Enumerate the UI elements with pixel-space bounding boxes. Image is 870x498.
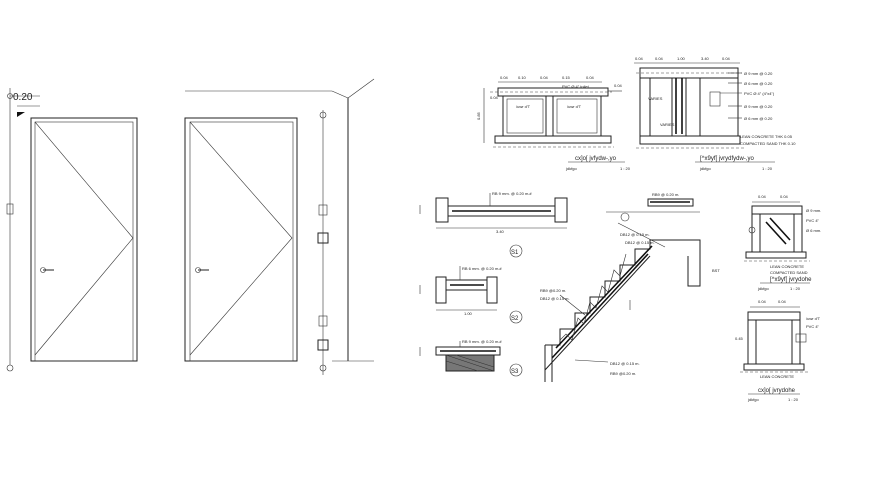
svg-text:0.85: 0.85 [476, 111, 481, 120]
dim: 0.04 [778, 299, 787, 304]
note: Ø 6 mm. [806, 228, 821, 233]
rebar-note: RB 9 mm. @ 0.20 m.# [462, 339, 502, 344]
section-title: cx]o[ jvfydw-,yo [575, 156, 617, 162]
stair-slab-s3: RB 9 mm. @ 0.20 m.# S3 [419, 339, 523, 377]
svg-text:0.04: 0.04 [614, 83, 623, 88]
rebar-note: RB 9 mm. @ 0.20 m.# [492, 191, 532, 196]
wall-footing-detail: 0.04 0.04 1.00 3.40 0.04 VARIES VARIES Ø… [634, 56, 796, 171]
stair-label: S3 [511, 369, 519, 375]
dim: 1.00 [677, 56, 686, 61]
stair-slab-s2: RB 6 mm. @ 0.20 m.# 1.00 S2 [419, 266, 523, 324]
svg-text:1.00: 1.00 [464, 311, 473, 316]
svg-text:RB9 @0.20 m.: RB9 @0.20 m. [540, 288, 566, 293]
note: Ø 9 mm @ 0.20 [744, 71, 773, 76]
scale-prefix: jdkfgo [747, 397, 759, 402]
pit-detail-small: 0.04 0.04 /uwr d'T PVC 4" 0.45 LEAN CONC… [735, 299, 821, 402]
scale: 1 : 20 [790, 286, 801, 291]
note: Ø 6 mm @ 0.20 [744, 81, 773, 86]
rebar-note: RB9 @0.20 m. [610, 371, 636, 376]
svg-text:DB12 @ 0.15 m.: DB12 @ 0.15 m. [610, 361, 640, 366]
scale-prefix: jdkfgo [757, 286, 769, 291]
note: Ø 9 mm. [806, 208, 821, 213]
svg-text:COMPACTED SAND: COMPACTED SAND [770, 270, 808, 275]
pit-label: /uwr d'T [567, 104, 582, 109]
note: PVC Ø 4" (4"x4") [744, 91, 775, 96]
scale-prefix: jdkfgo [565, 166, 577, 171]
pit-label: /uwr d'T [516, 104, 531, 109]
note: PVC 4" [806, 218, 820, 223]
door-width-dimension: 0.20 [13, 92, 33, 103]
svg-text:LEAN CONCRETE: LEAN CONCRETE [770, 264, 804, 269]
scale-prefix: jdkfgo [699, 166, 711, 171]
svg-text:3.40: 3.40 [701, 56, 710, 61]
svg-text:0.45: 0.45 [735, 336, 744, 341]
door-elevation-right [184, 117, 298, 362]
note: COMPACTED SAND THK 0.10 [740, 141, 796, 146]
svg-text:PVC 4": PVC 4" [806, 324, 820, 329]
svg-text:VARIES: VARIES [648, 96, 663, 101]
stair-label: S1 [511, 250, 519, 256]
wall-detail-small: 0.04 0.04 Ø 9 mm. PVC 4" Ø 6 mm. LEAN CO… [744, 194, 821, 291]
rebar-note: RB9 @ 0.20 m. [652, 192, 679, 197]
dim: 0.15 [562, 75, 571, 80]
note: LEAN CONCRETE THK 0.05 [740, 134, 793, 139]
rebar-note: DB12 @ 0.15 m. [620, 232, 650, 237]
pit-section: 0.04 0.10 0.04 0.15 0.04 /uwr d'T /uwr d… [476, 75, 631, 171]
note: Ø 9 mm @ 0.20 [744, 104, 773, 109]
svg-text:VARIES: VARIES [660, 122, 675, 127]
wall-section [185, 78, 375, 375]
stair-label: S2 [511, 316, 519, 322]
dim: 0.04 [586, 75, 595, 80]
note: Ø 6 mm @ 0.20 [744, 116, 773, 121]
dim: 0.04 [758, 299, 767, 304]
door-elevation-left: 0.20 [6, 88, 138, 372]
section-title: [^x9yf[ jvrydohe [770, 277, 812, 283]
dim: 0.04 [780, 194, 789, 199]
dim: 0.04 [500, 75, 509, 80]
rebar-note: DB12 @ 0.15 m. [540, 296, 570, 301]
svg-text:0.04: 0.04 [722, 56, 731, 61]
dim: 0.10 [518, 75, 527, 80]
dim: 0.04 [635, 56, 644, 61]
pit-label: /uwr d'T [806, 316, 821, 321]
stair-slab-s1: RB 9 mm. @ 0.20 m.# 3.40 S1 [419, 191, 568, 258]
section-title: cx]o[ jvrydohe [758, 388, 796, 394]
rebar-note: DB12 @ 0.15 m. [625, 240, 655, 245]
scale: 1 : 20 [762, 166, 773, 171]
dim: 0.04 [540, 75, 549, 80]
rebar-note: RB 6 mm. @ 0.20 m.# [462, 266, 502, 271]
dim: 0.04 [655, 56, 664, 61]
dim: 0.04 [758, 194, 767, 199]
svg-text:LEAN CONCRETE: LEAN CONCRETE [760, 374, 794, 379]
staircase-section: RB9 @ 0.20 m. DB12 @ 0.15 m. DB12 @ 0.15… [540, 192, 720, 382]
rebar-note: BST [712, 268, 720, 273]
scale: 1 : 20 [620, 166, 631, 171]
section-title: [^x9yf[ jvrydfydw-,yo [700, 156, 754, 162]
svg-text:0.04: 0.04 [490, 95, 499, 100]
svg-text:3.40: 3.40 [496, 229, 505, 234]
scale: 1 : 20 [788, 397, 799, 402]
svg-text:PVC Ø 4" toilet: PVC Ø 4" toilet [562, 84, 590, 89]
